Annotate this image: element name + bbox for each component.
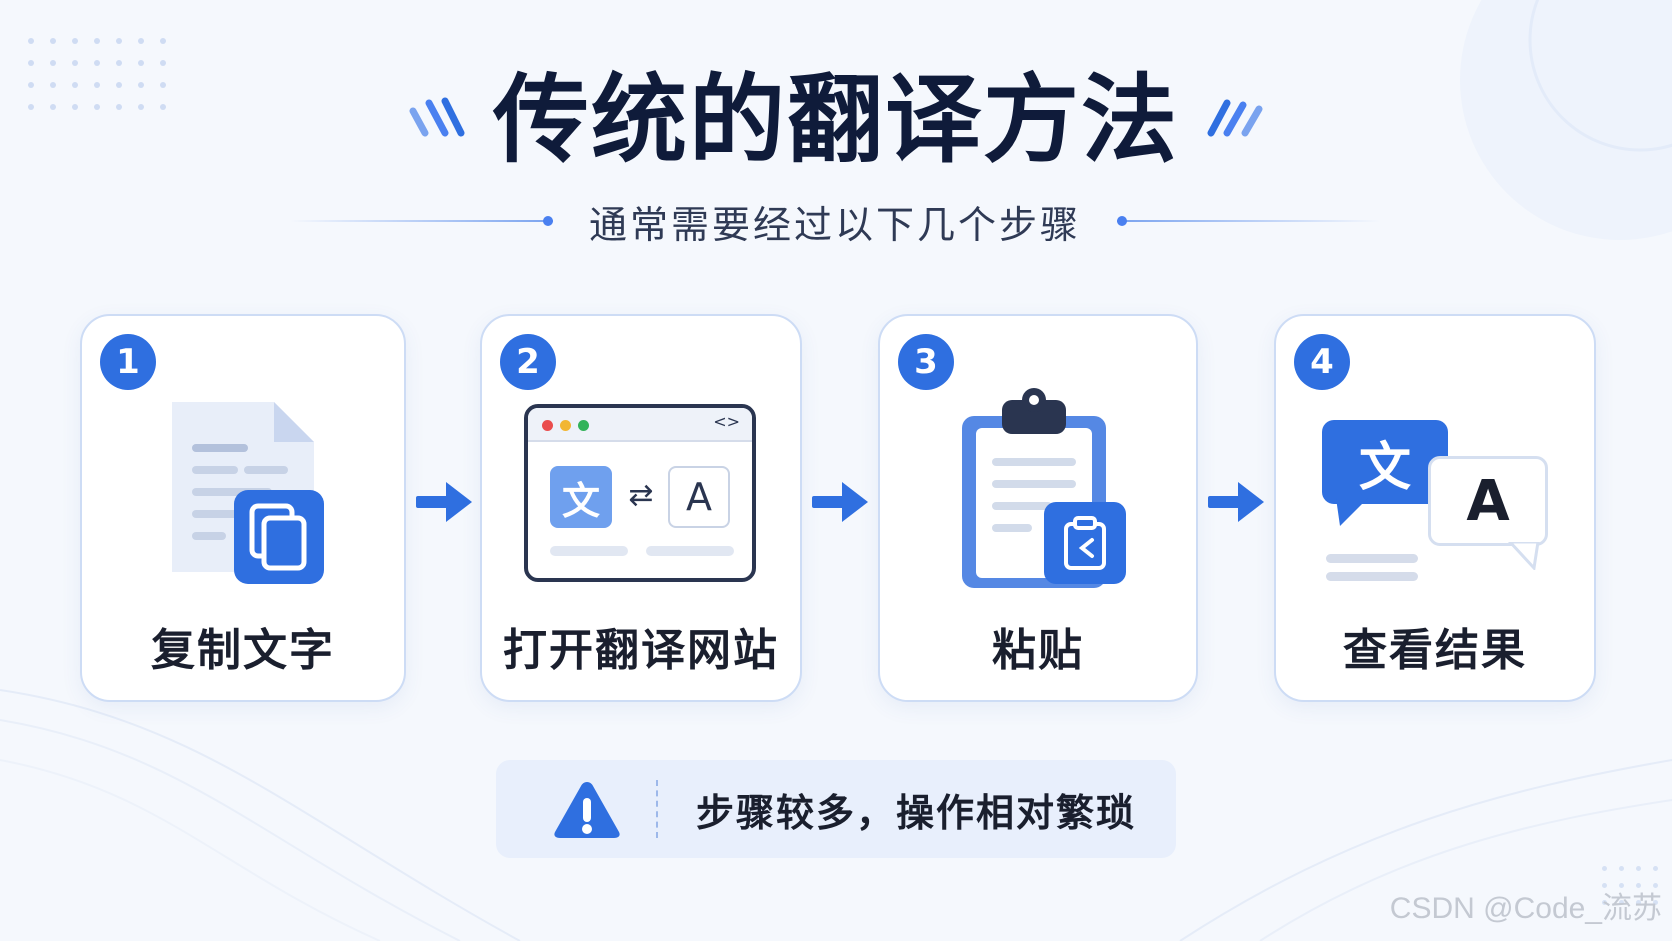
target-speech-bubble: A xyxy=(1428,456,1548,546)
step-label: 粘贴 xyxy=(992,625,1084,676)
step-label: 打开翻译网站 xyxy=(503,625,779,676)
step-label: 查看结果 xyxy=(1343,625,1527,676)
step-label: 复制文字 xyxy=(151,625,335,676)
watermark: CSDN @Code_流苏 xyxy=(1389,892,1662,925)
clipboard-paste-icon xyxy=(962,388,1126,588)
step-card-2: 2 <> 文 ⇄ A 打开翻译网站 xyxy=(480,314,802,702)
browser-translate-icon: <> 文 ⇄ A xyxy=(524,404,756,582)
copy-document-icon xyxy=(172,402,324,584)
subtitle: 通常需要经过以下几个步骤 xyxy=(589,202,1082,247)
arrow-right-icon xyxy=(812,482,868,522)
subtitle-row: 通常需要经过以下几个步骤 xyxy=(290,196,1381,247)
step-card-4: 4 文 A 查看结果 xyxy=(1274,314,1596,702)
step-number-badge: 2 xyxy=(500,334,556,390)
step-number-badge: 3 xyxy=(898,334,954,390)
slash-decoration-icon xyxy=(409,97,465,137)
bubble-tail-icon xyxy=(1508,542,1540,570)
subtitle-divider-left xyxy=(290,216,553,226)
title-row: 传统的翻译方法 xyxy=(0,60,1672,180)
slash-decoration-icon xyxy=(1207,99,1263,137)
arrow-right-icon xyxy=(416,482,472,522)
arrow-right-icon xyxy=(1208,482,1264,522)
warning-text: 步骤较多，操作相对繁琐 xyxy=(696,790,1137,835)
target-language-tile: A xyxy=(668,466,730,528)
step-number-badge: 4 xyxy=(1294,334,1350,390)
step-card-1: 1 复制文字 xyxy=(80,314,406,702)
refresh-icon: <> xyxy=(713,412,740,431)
swap-icon: ⇄ xyxy=(628,478,654,513)
note-divider xyxy=(656,780,658,838)
bubble-tail-icon xyxy=(1336,498,1368,526)
source-speech-bubble: 文 xyxy=(1322,420,1448,504)
page-title: 传统的翻译方法 xyxy=(493,64,1179,176)
step-number-badge: 1 xyxy=(100,334,156,390)
source-language-tile: 文 xyxy=(550,466,612,528)
step-card-3: 3 粘贴 xyxy=(878,314,1198,702)
warning-icon xyxy=(554,782,620,838)
warning-note: 步骤较多，操作相对繁琐 xyxy=(496,760,1176,858)
subtitle-divider-right xyxy=(1117,216,1381,226)
browser-titlebar: <> xyxy=(528,408,752,442)
